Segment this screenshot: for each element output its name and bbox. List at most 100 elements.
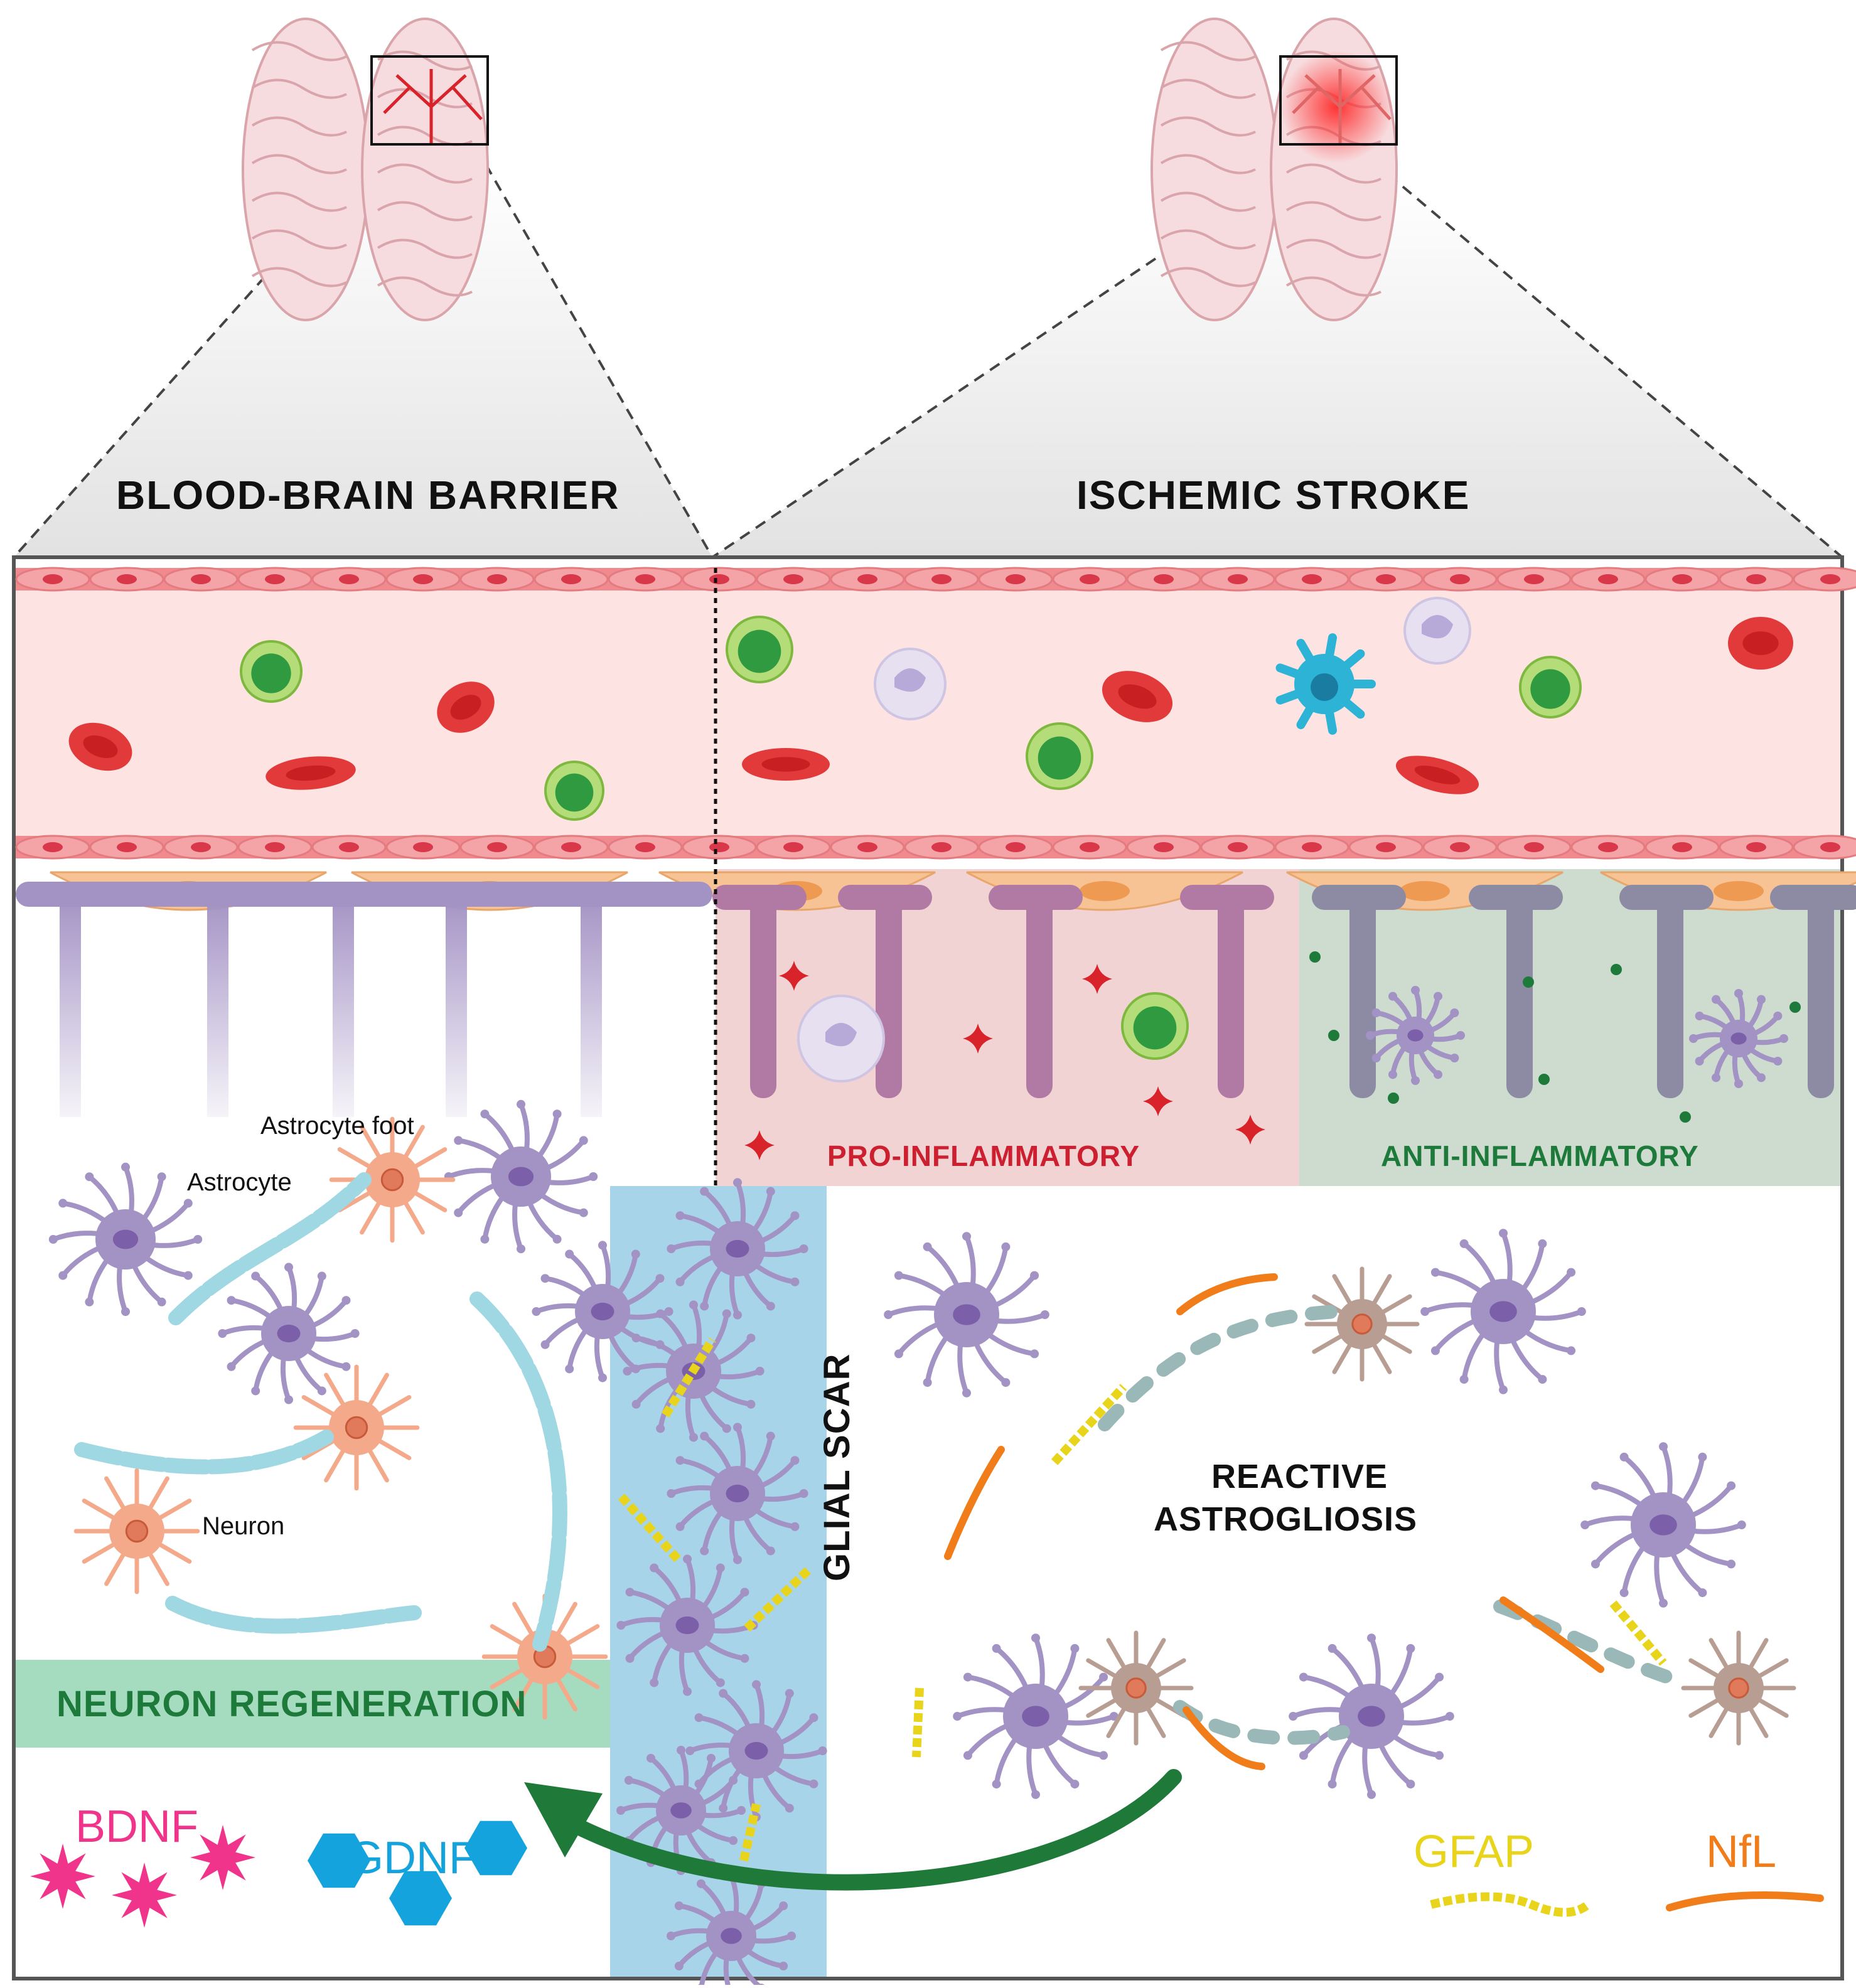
anti-inflammatory-factor — [1680, 1111, 1691, 1123]
anti-inflammatory-factor — [1538, 1074, 1550, 1085]
endfoot-anti — [1506, 897, 1533, 1098]
anti-inflammatory-factor — [1523, 976, 1534, 988]
endothelial-nucleus — [857, 842, 877, 852]
endothelial-nucleus — [1672, 842, 1692, 852]
inflammation-marker — [1143, 1086, 1173, 1116]
brain-gyrus — [1285, 201, 1381, 222]
endfoot-healthy — [581, 894, 602, 1117]
gdnf-molecule — [389, 1871, 452, 1926]
endfoot-cap-pro — [712, 885, 807, 910]
brain-gyrus — [377, 238, 473, 259]
legend-bdnf: BDNF — [75, 1802, 198, 1852]
inflammation-marker — [1082, 964, 1112, 994]
inflammation-marker — [963, 1023, 993, 1054]
endfoot-cap-pro — [989, 885, 1083, 910]
brain-gyrus — [1160, 154, 1256, 174]
myelinated-axon — [74, 1430, 334, 1475]
gdnf-molecule — [464, 1820, 527, 1876]
neuron — [1681, 1630, 1796, 1746]
astrocyte — [218, 1263, 360, 1404]
endothelial-nucleus — [191, 842, 211, 852]
gfap-filament — [1609, 1600, 1667, 1666]
endothelial-nucleus — [413, 842, 433, 852]
endfoot-healthy — [333, 894, 354, 1117]
endothelial-nucleus — [931, 842, 952, 852]
gdnf-molecule — [308, 1833, 370, 1888]
endothelial-nucleus — [1154, 574, 1174, 584]
lymphocyte — [544, 761, 604, 821]
white-blood-cell — [1403, 597, 1471, 665]
title-blood-brain-barrier: BLOOD-BRAIN BARRIER — [116, 473, 620, 518]
brain-gyrus — [251, 154, 347, 174]
pericyte-nucleus — [1400, 881, 1450, 901]
red-blood-cell — [266, 756, 356, 790]
brain-gyrus — [377, 88, 473, 109]
anti-inflammatory-factor — [1328, 1030, 1339, 1041]
astrocyte — [48, 1162, 203, 1317]
endfoot-cap-pro — [838, 885, 932, 910]
brain-hemisphere-left — [242, 18, 370, 321]
endfoot-pro — [1026, 897, 1053, 1098]
label-anti-inflammatory: ANTI-INFLAMMATORY — [1381, 1140, 1699, 1172]
red-blood-cell — [437, 681, 495, 733]
damaged-axon — [1098, 1305, 1344, 1431]
brain-gyrus — [1160, 229, 1256, 250]
legend-gfap: GFAP — [1413, 1827, 1535, 1877]
endothelial-nucleus — [339, 842, 359, 852]
neuron — [1304, 1266, 1420, 1382]
brain-gyrus — [377, 276, 473, 297]
lymphocyte — [1121, 992, 1189, 1060]
endothelial-nucleus — [1598, 574, 1618, 584]
endfoot-healthy — [446, 894, 467, 1117]
endfoot-cap-anti — [1619, 885, 1714, 910]
brain-gyrus — [1285, 163, 1381, 184]
nfl-fragment — [1183, 1706, 1265, 1770]
endothelial-nucleus — [117, 842, 137, 852]
regeneration-arrow — [557, 1769, 1182, 1891]
healthy-brain-illustration — [242, 18, 489, 321]
endfoot-bar-healthy — [16, 882, 712, 907]
endothelial-nucleus — [339, 574, 359, 584]
white-blood-cell — [874, 648, 947, 720]
myelinated-axon — [469, 1291, 567, 1652]
title-ischemic-stroke: ISCHEMIC STROKE — [1076, 473, 1471, 518]
endothelial-nucleus — [1524, 842, 1544, 852]
brain-vessels — [383, 69, 483, 144]
brain-gyrus — [251, 229, 347, 250]
endfoot-anti — [1349, 897, 1376, 1098]
endothelial-nucleus — [413, 574, 433, 584]
myelinated-axon — [168, 1172, 372, 1325]
red-blood-cell — [742, 748, 830, 781]
brain-gyrus — [251, 267, 347, 287]
endothelial-nucleus — [1006, 842, 1026, 852]
endothelial-nucleus — [1746, 842, 1766, 852]
endothelial-nucleus — [709, 574, 729, 584]
brain-gyrus — [1285, 276, 1381, 297]
endothelial-nucleus — [43, 574, 63, 584]
brain-gyrus — [1160, 191, 1256, 212]
astrocyte — [1366, 986, 1465, 1085]
anti-inflammatory-factor — [1388, 1093, 1399, 1104]
endfoot-cap-pro — [1180, 885, 1274, 910]
brain-hemisphere-left — [1151, 18, 1279, 321]
brain-gyrus — [251, 78, 347, 99]
zoom-cone-right — [712, 174, 1842, 557]
endothelial-nucleus — [265, 574, 285, 584]
astrocyte — [1289, 1633, 1454, 1799]
endothelial-nucleus — [1376, 842, 1396, 852]
astrocyte — [616, 1554, 758, 1696]
endfoot-healthy — [207, 894, 228, 1117]
endothelial-nucleus — [1080, 574, 1100, 584]
legend-gdnf: GDNF — [348, 1833, 476, 1883]
endothelial-nucleus — [931, 574, 952, 584]
dendritic-cell — [1275, 633, 1376, 735]
endothelial-nucleus — [1450, 842, 1470, 852]
bdnf-molecule — [112, 1862, 177, 1928]
nfl-fragment — [1499, 1596, 1604, 1673]
regeneration-arrowhead — [524, 1782, 603, 1857]
endothelial-nucleus — [635, 574, 655, 584]
endothelial-nucleus — [709, 842, 729, 852]
gfap-filament — [1430, 1892, 1591, 1917]
endothelial-nucleus — [1450, 574, 1470, 584]
